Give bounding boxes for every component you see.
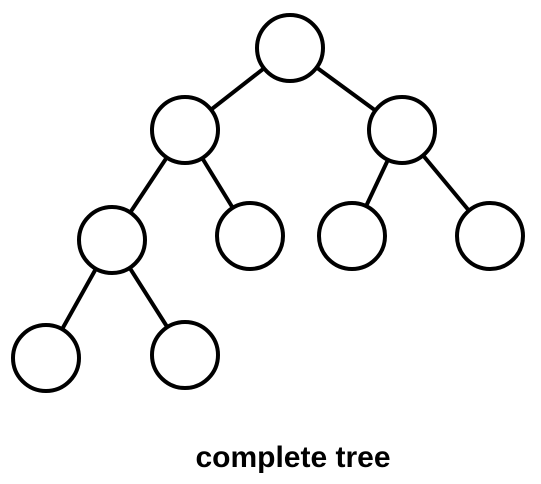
tree-node-lr — [215, 201, 285, 271]
tree-node-l — [150, 95, 220, 165]
tree-node-r — [367, 95, 437, 165]
tree-node-root — [255, 13, 325, 83]
diagram-caption: complete tree — [195, 441, 391, 474]
tree-edges — [44, 46, 492, 360]
tree-node-lll — [11, 323, 81, 393]
tree-node-rl — [317, 201, 387, 271]
tree-node-rr — [455, 201, 525, 271]
tree-nodes — [11, 13, 525, 393]
tree-node-ll — [77, 205, 147, 275]
tree-node-llr — [150, 320, 220, 390]
